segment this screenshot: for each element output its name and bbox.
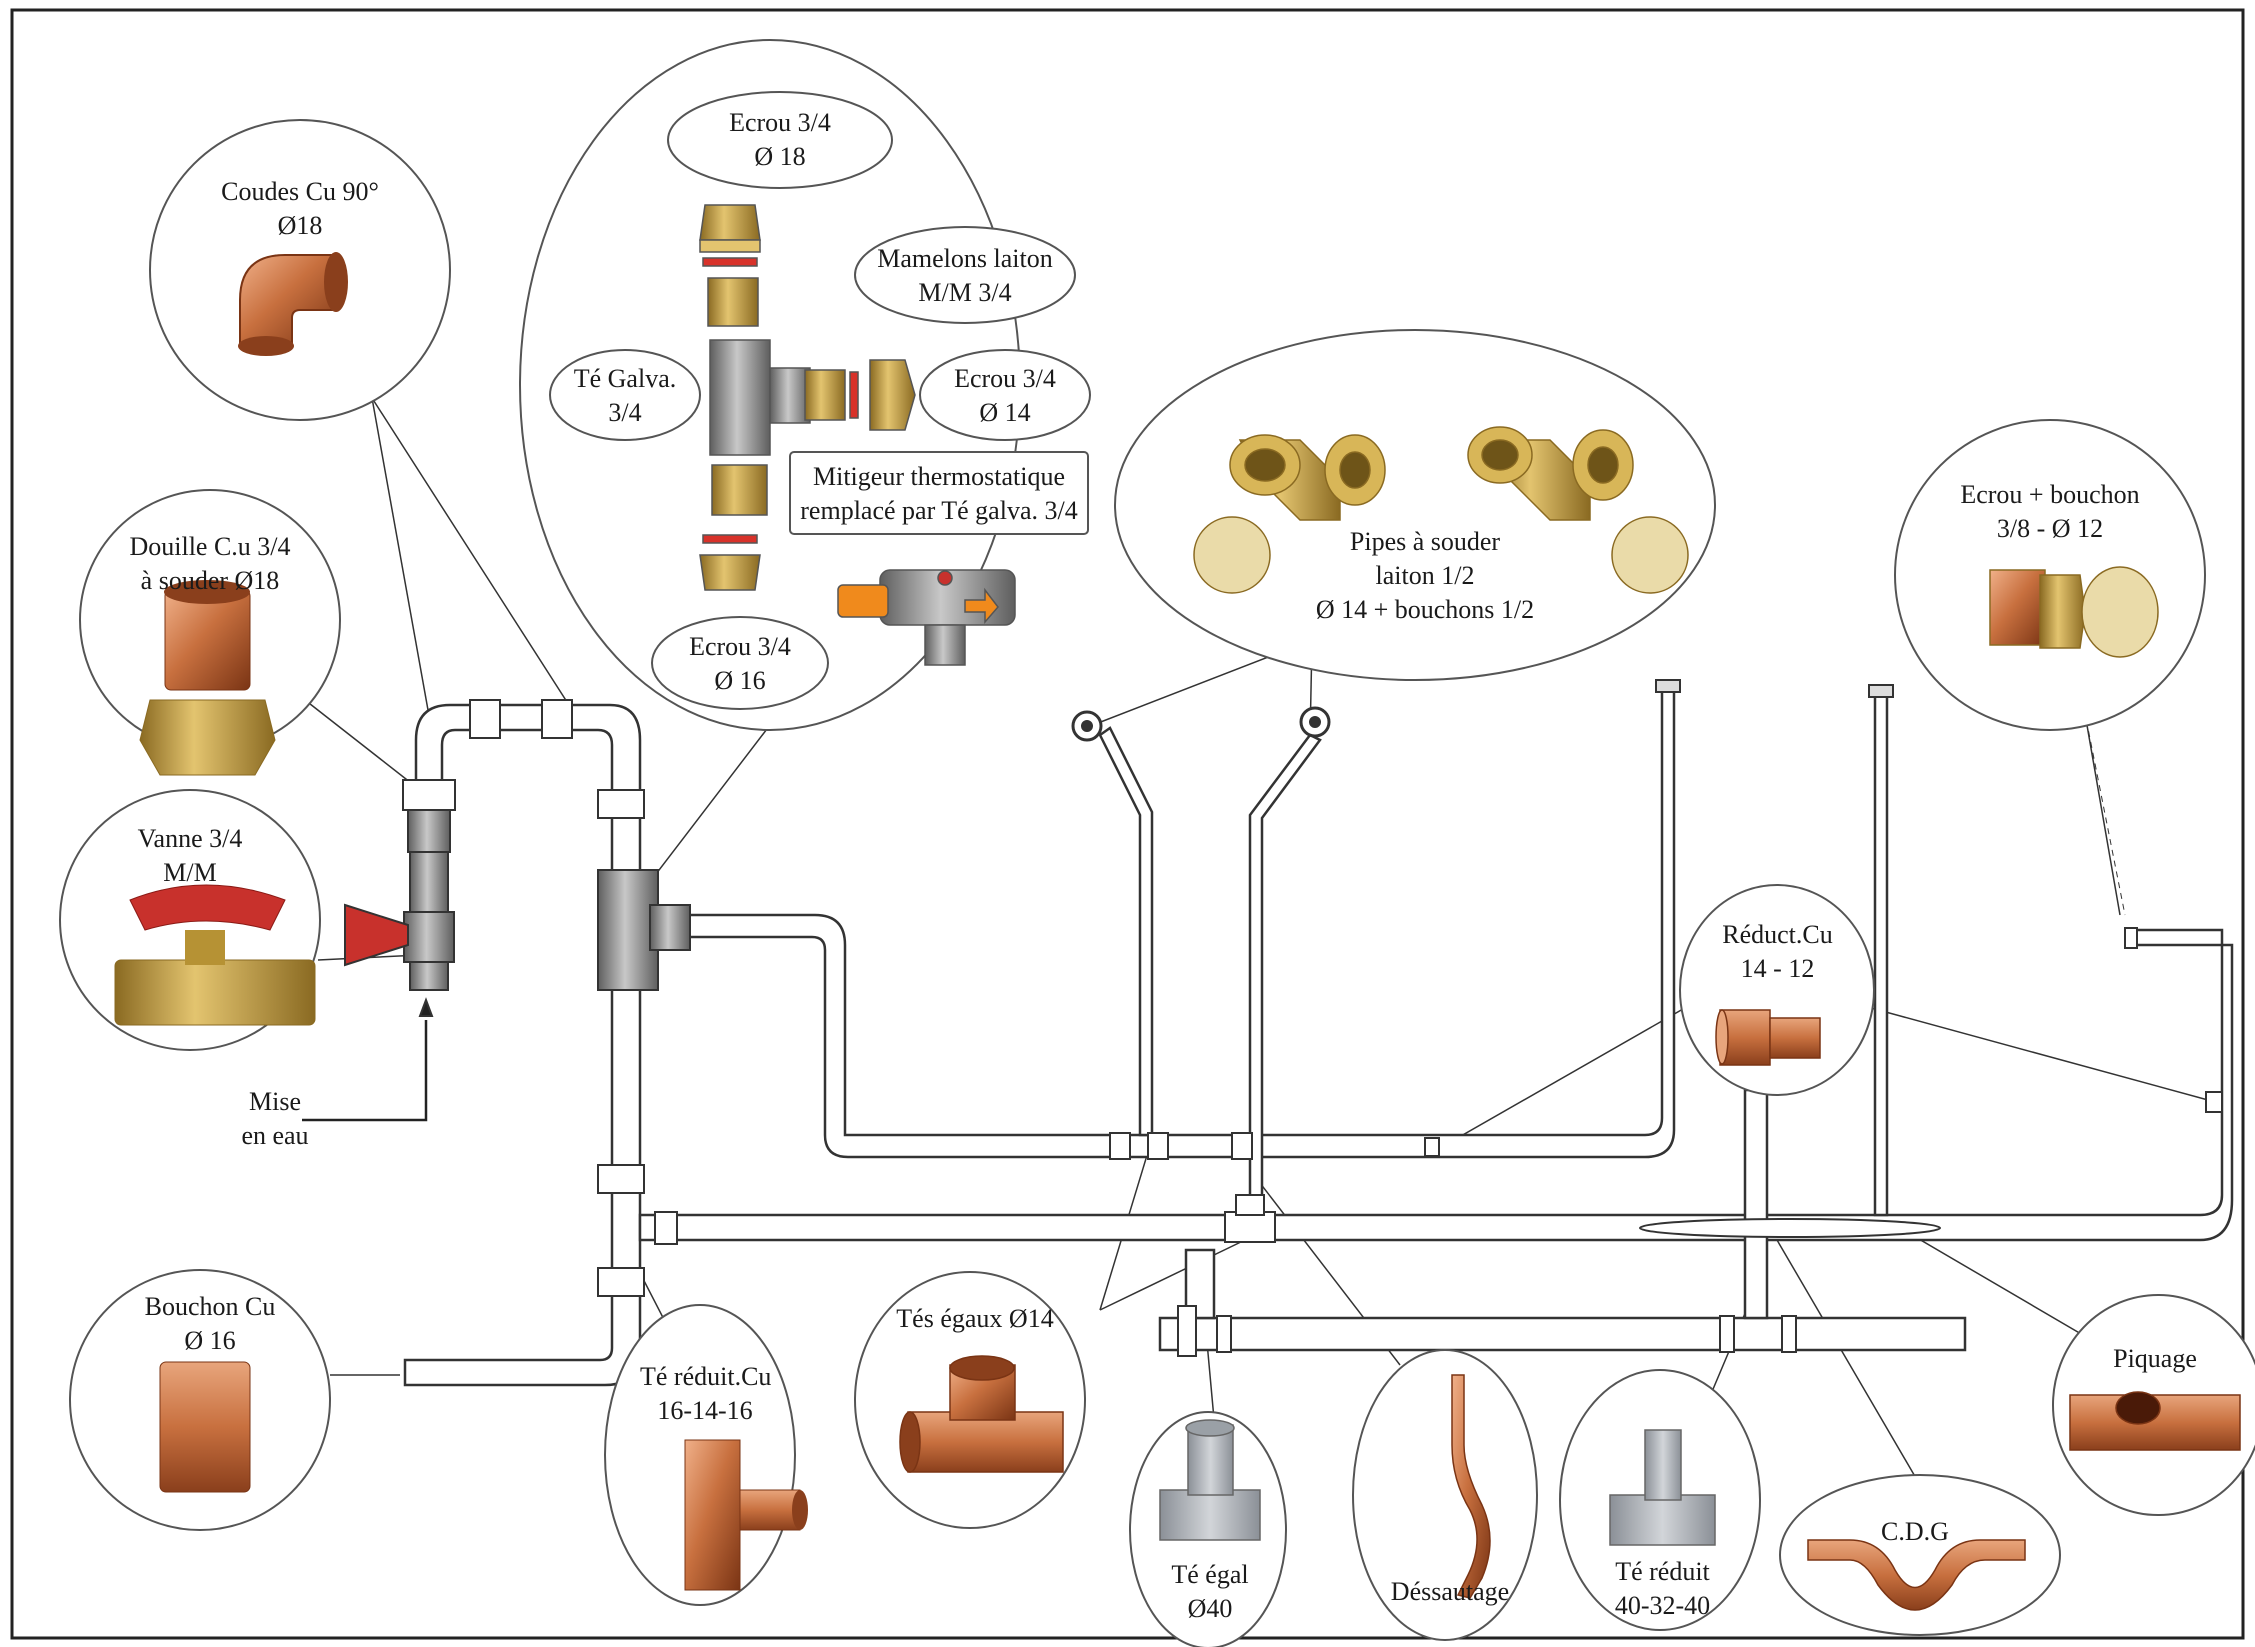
diagram-border — [10, 8, 2245, 1640]
callout-pipes — [1114, 329, 1716, 681]
label-te-galva: Té Galva.3/4 — [573, 364, 677, 427]
callouts — [59, 39, 2255, 1647]
equal-tee-image — [899, 1355, 1064, 1473]
tap-in-image — [2069, 1391, 2241, 1451]
nut-cap-image — [1989, 566, 2159, 658]
copper-cap-image — [159, 1361, 251, 1493]
ball-valve-image — [114, 884, 316, 1026]
douille-image — [139, 580, 276, 776]
label-cdg: C.D.G — [1881, 1517, 1949, 1546]
offset-bend-image — [1451, 1374, 1491, 1599]
callout-reduct — [1679, 884, 1875, 1096]
label-coudes: Coudes Cu 90°Ø18 — [221, 177, 379, 240]
label-dessautage: Déssautage — [1390, 1577, 1510, 1606]
pvc-tee-image — [1159, 1419, 1261, 1541]
reducing-tee-image — [684, 1439, 808, 1591]
pvc-reducing-tee-image — [1609, 1429, 1716, 1546]
brass-elbows-image — [1193, 426, 1689, 594]
assembly-parts — [699, 204, 1016, 666]
callout-cdg — [1779, 1474, 2061, 1636]
pipe-network — [403, 688, 2234, 1387]
label-piquage: Piquage — [2113, 1344, 2197, 1373]
network-fittings — [469, 679, 2223, 1357]
copper-elbow-image — [238, 252, 348, 356]
cdg-image — [1807, 1539, 2026, 1611]
callout-dessautage — [1352, 1349, 1538, 1641]
reducer-image — [1715, 1009, 1821, 1066]
label-tes-egaux: Tés égaux Ø14 — [896, 1304, 1054, 1333]
valve-assembly — [302, 779, 456, 1122]
